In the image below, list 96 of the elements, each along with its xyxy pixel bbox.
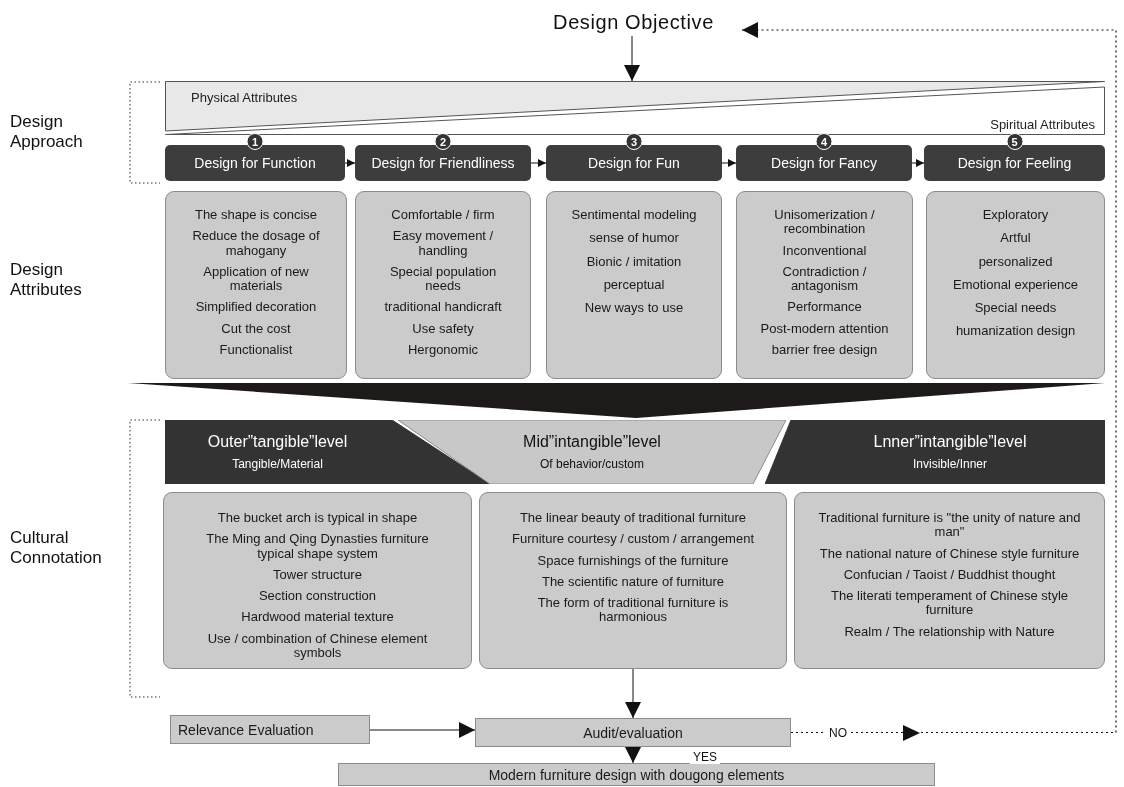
level-header (165, 420, 490, 484)
level-header (398, 420, 786, 484)
arrow (721, 159, 737, 167)
attribute-item: Reduce the dosage of mahogany (191, 229, 321, 258)
attribute-item: Application of new materials (202, 264, 310, 294)
attribute-item: Easy movement / handling (391, 229, 495, 258)
attribute-item: The bucket arch is typical in shape (217, 511, 418, 526)
process-label: Relevance Evaluation (178, 721, 314, 738)
arrow (624, 35, 640, 82)
attribute-item: Contradiction / antagonism (781, 264, 868, 294)
attribute-item: Unisomerization / recombination (773, 208, 876, 237)
attribute-item: The linear beauty of traditional furniture (519, 511, 747, 526)
attribute-item: Special population needs (388, 264, 498, 294)
attribute-card (926, 191, 1105, 379)
stage-label: Design Attributes (10, 260, 83, 301)
edge-label: YES (690, 750, 720, 764)
attribute-item: Bionic / imitation (586, 254, 682, 269)
approach-title: Design for Fancy (771, 155, 877, 171)
wedge-label: Physical Attributes (191, 90, 298, 105)
process-box (475, 718, 791, 747)
attribute-item: The Ming and Qing Dynasties furniture typical shape system (205, 532, 430, 561)
arrow (369, 722, 476, 738)
number-badge: 1 (246, 133, 264, 150)
attribute-item: Emotional experience (953, 277, 1078, 293)
objective-title: Design Objective (553, 10, 714, 34)
attribute-item: The scientific nature of furniture (541, 574, 725, 590)
number-badge: 2 (434, 133, 452, 150)
attribute-item: Comfortable / firm (391, 208, 495, 223)
attribute-item: The form of traditional furniture is harmonious (536, 596, 730, 625)
arrow (344, 159, 356, 167)
attribute-item: Simplified decoration (195, 300, 317, 315)
arrow (625, 746, 641, 764)
attribute-item: Section construction (258, 589, 377, 604)
attribute-item: Performance (787, 300, 862, 315)
attribute-item: personalized (978, 254, 1053, 269)
attribute-item: Tower structure (273, 567, 362, 583)
level-subtitle: Of behavior/custom (539, 457, 644, 471)
level-subtitle: Tangible/Material (232, 457, 323, 471)
attribute-item: The national nature of Chinese style furniture (819, 546, 1080, 561)
level-title: Lnner”intangible”level (873, 433, 1027, 451)
level-subtitle: Invisible/Inner (912, 457, 987, 471)
attribute-item: Cut the cost (221, 321, 291, 337)
attribute-item: The literati temperament of Chinese style furniture (830, 589, 1069, 618)
attribute-item: Special needs (974, 301, 1057, 316)
attribute-item: Exploratory (982, 208, 1049, 223)
attribute-item: barrier free design (771, 343, 878, 358)
approach-title: Design for Fun (588, 155, 680, 171)
attribute-card (355, 191, 531, 379)
attribute-item: Traditional furniture is "the unity of nature and man" (817, 511, 1082, 540)
attribute-item: Use safety (412, 321, 474, 337)
attribute-wedge (165, 81, 1105, 135)
arrow (911, 159, 925, 167)
process-box (170, 715, 370, 744)
number-badge: 4 (815, 133, 833, 150)
arrow (625, 668, 641, 719)
level-title: Outer”tangible”level (207, 433, 348, 451)
attribute-item: New ways to use (584, 301, 684, 316)
attribute-item: Sentimental modeling (571, 208, 697, 223)
level-title: Mid”intangible”level (523, 433, 661, 451)
attribute-item: Hergonomic (407, 343, 479, 358)
attribute-item: traditional handicraft (384, 300, 502, 315)
attribute-item: The shape is concise (194, 208, 318, 223)
attribute-card (736, 191, 913, 379)
approach-title: Design for Feeling (957, 155, 1072, 171)
attribute-item: Space furnishings of the furniture (537, 553, 729, 568)
edge-label: NO (826, 726, 850, 740)
arrow (530, 159, 547, 167)
attribute-card (479, 492, 787, 669)
stage-label: Cultural Connotation (10, 528, 103, 569)
attribute-item: Inconventional (782, 243, 867, 258)
attribute-item: perceptual (603, 277, 665, 293)
attribute-item: humanization design (955, 324, 1076, 339)
process-box (338, 763, 935, 786)
attribute-card (794, 492, 1105, 669)
wedge-label: Spiritual Attributes (990, 117, 1095, 132)
process-label: Audit/evaluation (583, 724, 683, 741)
attribute-item: Hardwood material texture (241, 610, 394, 625)
number-badge: 5 (1006, 133, 1023, 150)
approach-title: Design for Friendliness (371, 155, 515, 171)
attribute-item: Furniture courtesy / custom / arrangement (511, 532, 754, 547)
stage-label: Design Approach (10, 112, 84, 153)
attribute-item: Post-modern attention (760, 321, 889, 337)
attribute-item: Confucian / Taoist / Buddhist thought (843, 567, 1056, 583)
number-badge: 3 (625, 133, 643, 150)
feedback-arrow (741, 22, 1117, 734)
process-label: Modern furniture design with dougong elements (488, 766, 785, 783)
attribute-item: Functionalist (219, 343, 293, 358)
attribute-card (165, 191, 347, 379)
attribute-item: Realm / The relationship with Nature (844, 624, 1055, 640)
attribute-card (546, 191, 722, 379)
approach-title: Design for Function (194, 155, 316, 171)
attribute-item: Artful (1000, 231, 1031, 246)
level-header (765, 420, 1105, 484)
attribute-item: Use / combination of Chinese element symbols (206, 631, 429, 661)
attribute-card (163, 492, 472, 669)
attribute-item: sense of humor (589, 231, 679, 246)
